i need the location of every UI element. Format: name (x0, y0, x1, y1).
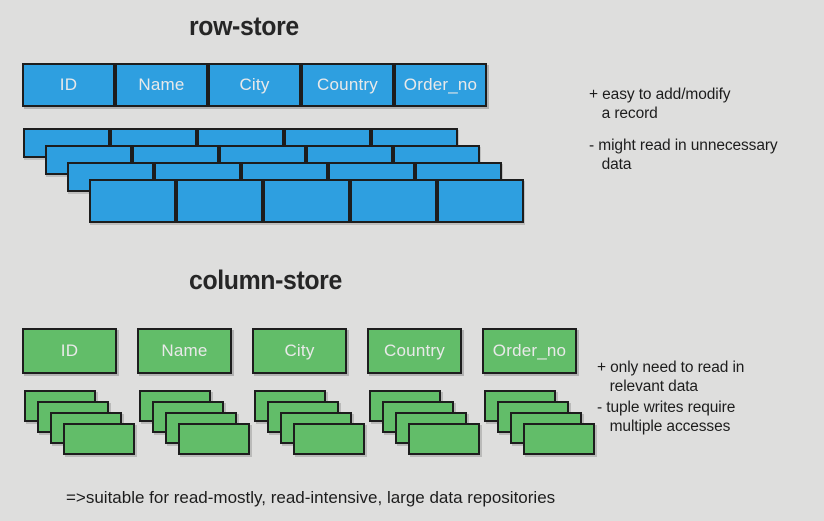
column-store-column-header: Name (137, 328, 232, 374)
column-store-disadvantage-note: - tuple writes require multiple accesses (597, 399, 736, 435)
column-header-label: City (239, 75, 270, 94)
column-store-value-card (178, 423, 250, 455)
column-store-column-stack (369, 390, 499, 460)
row-store-title: row-store (189, 11, 299, 41)
column-store-column-header: Country (367, 328, 462, 374)
row-store-column-header: Name (115, 63, 208, 107)
column-store-title: column-store (189, 265, 342, 295)
column-store-column-header: City (252, 328, 347, 374)
row-store-record-cell (89, 179, 176, 223)
column-header-label: Country (317, 75, 378, 94)
row-store-column-header: Order_no (394, 63, 487, 107)
column-header-label: City (284, 341, 315, 360)
row-store-column-header: City (208, 63, 301, 107)
column-store-value-card (408, 423, 480, 455)
column-store-column-stack (24, 390, 154, 460)
column-store-column-header: ID (22, 328, 117, 374)
column-store-column-stack (254, 390, 384, 460)
summary-caption: =>suitable for read-mostly, read-intensi… (66, 488, 556, 507)
column-store-value-card (63, 423, 135, 455)
row-store-record-cell (263, 179, 350, 223)
column-store-column-stack (139, 390, 269, 460)
row-store-disadvantage-note: - might read in unnecessary data (589, 137, 778, 173)
column-header-label: Name (138, 75, 185, 94)
row-store-record-cell (176, 179, 263, 223)
column-store-column-stack (484, 390, 614, 460)
column-header-label: ID (59, 75, 78, 94)
row-store-record-cell (437, 179, 524, 223)
column-store-value-card (523, 423, 595, 455)
row-store-advantage-note: + easy to add/modify a record (589, 86, 731, 122)
column-header-label: Order_no (492, 341, 567, 360)
column-header-label: Country (384, 341, 445, 360)
row-store-column-header: Country (301, 63, 394, 107)
row-store-record-cell (350, 179, 437, 223)
column-store-value-card (293, 423, 365, 455)
column-store-column-header: Order_no (482, 328, 577, 374)
column-header-label: Order_no (403, 75, 478, 94)
column-header-label: Name (161, 341, 208, 360)
row-store-column-header: ID (22, 63, 115, 107)
column-store-advantage-note: + only need to read in relevant data (597, 359, 745, 395)
column-header-label: ID (60, 341, 79, 360)
